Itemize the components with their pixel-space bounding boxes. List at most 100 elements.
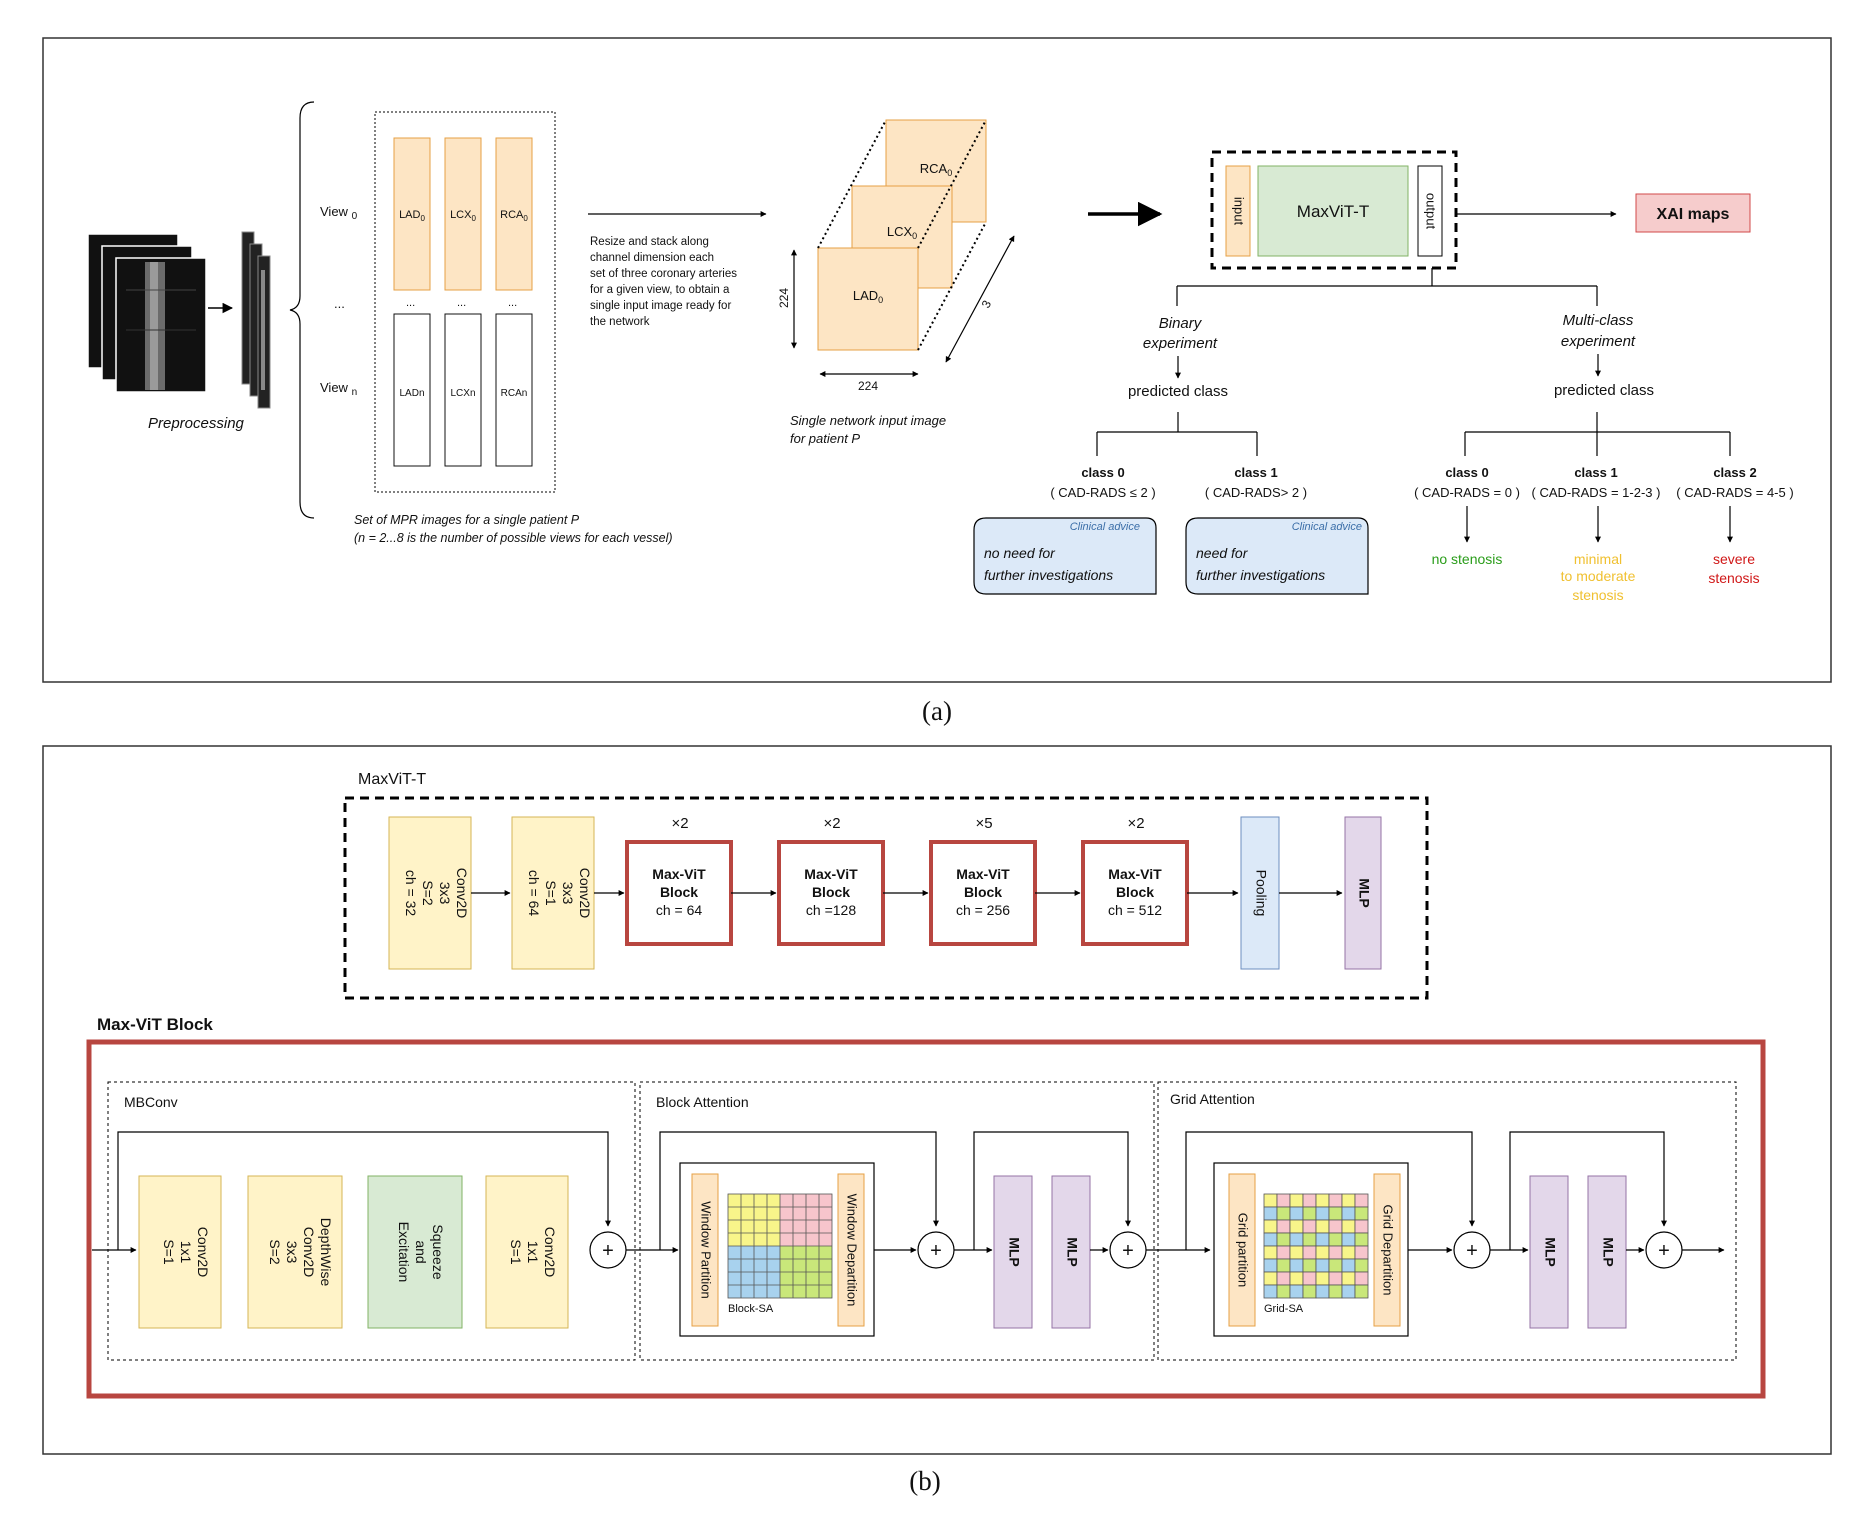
vessel-ladn-label: LADn [399, 388, 424, 399]
svg-text:S=2: S=2 [267, 1239, 283, 1265]
block-detail-frame [86, 1039, 1766, 1399]
grid-sa-cell [1354, 1258, 1369, 1273]
svg-text:Max-ViT: Max-ViT [956, 866, 1010, 882]
grid-sa-cell [1263, 1206, 1278, 1221]
svg-text:Max-ViT: Max-ViT [652, 866, 706, 882]
svg-text:Conv2D: Conv2D [577, 868, 593, 919]
input-stack: RCA0 LCX0 LAD0 [817, 119, 987, 351]
grid-sa-cell [1289, 1271, 1304, 1286]
grid-sa-cell [1289, 1232, 1304, 1247]
grid-sa-cell [1276, 1271, 1291, 1286]
stem-conv-1-text: Conv2D 3x3 S=2 ch = 32 [403, 868, 470, 919]
svg-text:×2: ×2 [671, 815, 688, 832]
stack-caption-1: Single network input image [790, 413, 946, 428]
grid-sa-cell [1263, 1219, 1278, 1234]
vessel-lcx0-label: LCX0 [450, 209, 476, 223]
col-dots-3: ... [508, 297, 517, 309]
svg-text:ch = 512: ch = 512 [1108, 902, 1162, 918]
mbconv-se-text: Squeeze and Excitation [396, 1222, 446, 1283]
grid-sa-cell [1302, 1232, 1317, 1247]
svg-text:Conv2D: Conv2D [301, 1227, 317, 1278]
grid-sa-cell [1341, 1206, 1356, 1221]
grid-sa-cell [1289, 1206, 1304, 1221]
model-core [1257, 165, 1409, 257]
caption-b: (b) [909, 1466, 940, 1496]
model-input [1225, 165, 1251, 257]
svg-text:Block: Block [964, 884, 1002, 900]
svg-text:1x1: 1x1 [178, 1241, 194, 1264]
block-sa-label: Block-SA [728, 1303, 774, 1315]
svg-text:Conv2D: Conv2D [542, 1227, 558, 1278]
grid-sa-cell [1302, 1206, 1317, 1221]
grid-sa-cell [1341, 1219, 1356, 1234]
grid-sa-cell [1341, 1271, 1356, 1286]
svg-text:S=1: S=1 [161, 1239, 177, 1265]
grid-departition [1373, 1173, 1401, 1327]
grid-sa-cell [1276, 1232, 1291, 1247]
svg-text:3x3: 3x3 [284, 1241, 300, 1264]
maxvit-frame [343, 796, 1429, 1000]
grid-sa-cell [1328, 1232, 1343, 1247]
col-dots-2: ... [457, 297, 466, 309]
grid-sa-cell [1276, 1284, 1291, 1299]
grid-sa-cell [1263, 1258, 1278, 1273]
multi-class1-label: class 1 [1574, 465, 1617, 480]
svg-text:ch = 64: ch = 64 [526, 870, 542, 917]
preprocessing-label: Preprocessing [148, 415, 245, 432]
grid-sa-cell [1341, 1193, 1356, 1208]
stem-conv-2-text: Conv2D 3x3 S=1 ch = 64 [526, 868, 593, 919]
maxvit-block-4: ×2 Max-ViT Block ch = 512 [1081, 815, 1189, 946]
window-partition [691, 1173, 719, 1327]
svg-text:ch =128: ch =128 [806, 902, 856, 918]
mlp-head [1344, 816, 1382, 970]
grid-mlp-1 [1529, 1175, 1569, 1329]
view-n-label: View n [320, 380, 357, 398]
advice-0-line1: no need for [984, 545, 1056, 561]
stack-lad-label: LAD0 [853, 288, 883, 305]
grid-partition-label: Grid partition [1236, 1213, 1251, 1287]
grid-sa-cell [1315, 1232, 1330, 1247]
mpr-container [374, 111, 556, 493]
outcome-minimal-2: to moderate [1561, 568, 1636, 584]
vessel-lcxn-label: LCXn [450, 388, 475, 399]
caption-a: (a) [922, 696, 952, 726]
vessel-lcx0 [444, 137, 482, 291]
mpr-caption-1: Set of MPR images for a single patient P [354, 513, 580, 527]
window-departition-label: Window Departition [845, 1194, 860, 1307]
model-output [1417, 165, 1443, 257]
model-output-label: output [1424, 193, 1439, 230]
xai-box [1635, 193, 1751, 233]
vessel-lad0-label: LAD0 [399, 209, 425, 223]
svg-text:set of three coronary arteries: set of three coronary arteries [590, 268, 737, 280]
multi-class1-desc: ( CAD-RADS = 1-2-3 ) [1532, 485, 1661, 500]
col-dots-1: ... [406, 297, 415, 309]
grid-sa-cell [1315, 1219, 1330, 1234]
svg-text:Block: Block [660, 884, 698, 900]
mbconv-conv1-text: Conv2D 1x1 S=1 [161, 1227, 211, 1278]
vessel-rca0 [495, 137, 533, 291]
mlp-head-label: MLP [1356, 878, 1372, 908]
grid-sa-cell [1289, 1258, 1304, 1273]
multi-class0-label: class 0 [1445, 465, 1488, 480]
outcome-severe-1: severe [1713, 551, 1755, 567]
binary-class0-desc: ( CAD-RADS ≤ 2 ) [1050, 485, 1155, 500]
svg-text:the network: the network [590, 316, 650, 328]
block-sa-grid [727, 1193, 833, 1299]
grid-sa-cell [1315, 1284, 1330, 1299]
stack-lcx-label: LCX0 [887, 224, 917, 241]
maxvit-block-1: ×2 Max-ViT Block ch = 64 [625, 815, 733, 946]
grid-sa-cell [1302, 1258, 1317, 1273]
pooling-label: Pooling [1253, 870, 1269, 917]
grid-sa-cell [1276, 1219, 1291, 1234]
svg-text:Block: Block [812, 884, 850, 900]
grid-sa-cell [1354, 1284, 1369, 1299]
advice-1-line1: need for [1196, 545, 1249, 561]
svg-text:Max-ViT: Max-ViT [804, 866, 858, 882]
mpr-caption-2: (n = 2...8 is the number of possible vie… [354, 531, 673, 545]
panel-a-frame [42, 37, 1832, 683]
svg-text:S=2: S=2 [420, 880, 436, 906]
grid-sa-cell [1315, 1258, 1330, 1273]
svg-text:S=1: S=1 [508, 1239, 524, 1265]
grid-mlp-2 [1587, 1175, 1627, 1329]
